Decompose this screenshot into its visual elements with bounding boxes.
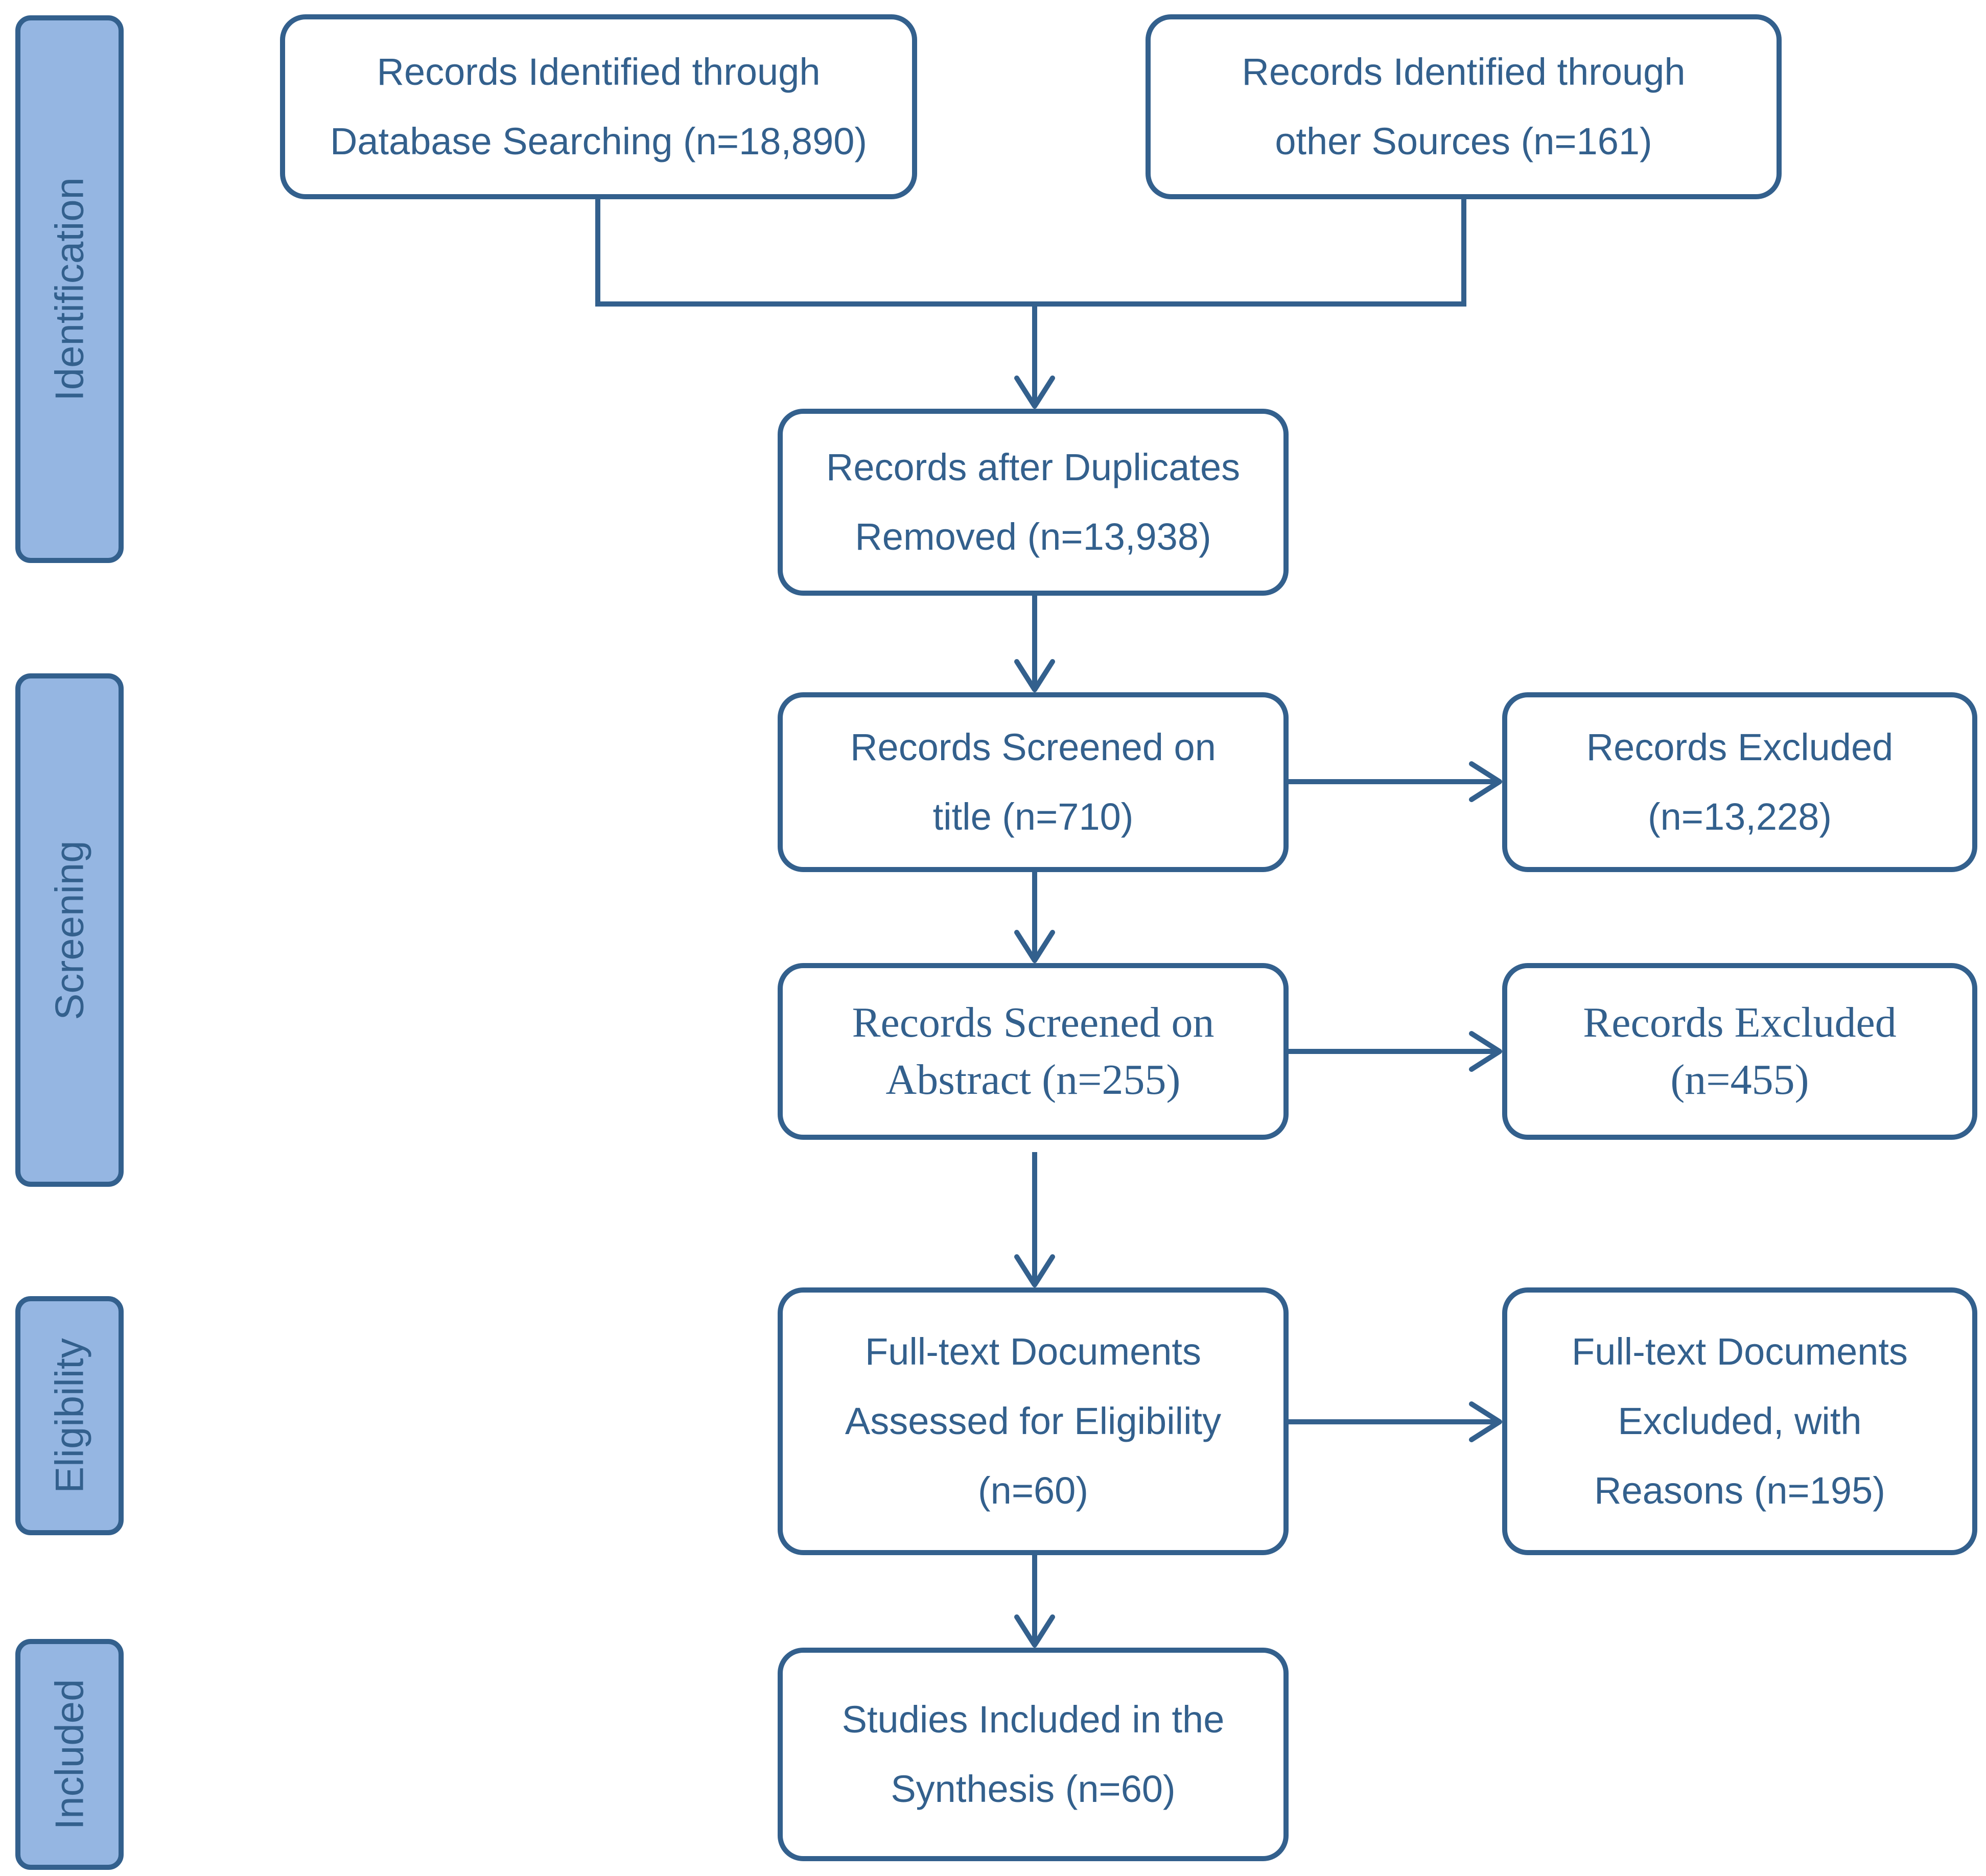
- box-fulltext-excluded: Full-text Documents Excluded, with Reaso…: [1502, 1287, 1977, 1555]
- phase-eligibility: Eligibility: [15, 1296, 124, 1535]
- box-other-sources: Records Identified through other Sources…: [1146, 14, 1782, 199]
- box-excluded-title: Records Excluded (n=13,228): [1502, 692, 1977, 872]
- arrowhead-excluded-abstract: [1469, 1031, 1502, 1072]
- arrowhead-duplicates: [1014, 376, 1055, 409]
- box-database-searching: Records Identified through Database Sear…: [280, 14, 917, 199]
- box-screened-title: Records Screened on title (n=710): [778, 692, 1289, 872]
- arrowhead-included-synthesis: [1014, 1614, 1055, 1648]
- box-screened-abstract: Records Screened on Abstract (n=255): [778, 963, 1289, 1140]
- phase-included: Included: [15, 1639, 124, 1870]
- arrowhead-screened-title: [1014, 659, 1055, 692]
- arrowhead-fulltext-excluded: [1469, 1401, 1502, 1442]
- arrowhead-excluded-title: [1469, 761, 1502, 802]
- box-excluded-abstract: Records Excluded (n=455): [1502, 963, 1977, 1140]
- phase-screening: Screening: [15, 673, 124, 1187]
- box-included-synthesis: Studies Included in the Synthesis (n=60): [778, 1648, 1289, 1861]
- box-fulltext-assessed: Full-text Documents Assessed for Eligibi…: [778, 1287, 1289, 1555]
- merge-connector: [595, 197, 1466, 307]
- arrowhead-screened-abstract: [1014, 930, 1055, 963]
- box-duplicates-removed: Records after Duplicates Removed (n=13,9…: [778, 409, 1289, 596]
- phase-identification: Identification: [15, 15, 124, 563]
- arrowhead-fulltext-assessed: [1014, 1254, 1055, 1287]
